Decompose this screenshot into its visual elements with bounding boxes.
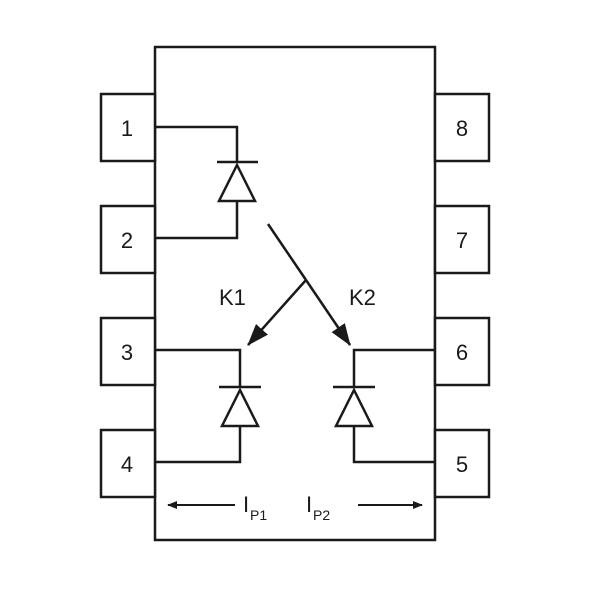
ip2-main: I bbox=[306, 492, 312, 517]
ip1-label: I P1 bbox=[243, 492, 267, 523]
pd2-wire-pin5 bbox=[352, 426, 435, 464]
k2-label: K2 bbox=[349, 285, 376, 310]
coupling-arrows bbox=[247, 223, 352, 346]
k1-arrow bbox=[247, 279, 307, 346]
pd1-wire-pin3 bbox=[155, 348, 242, 387]
pin-8: 8 bbox=[433, 92, 491, 163]
pin-4-label: 4 bbox=[121, 452, 133, 477]
ip2-label: I P2 bbox=[306, 492, 330, 523]
pin-5: 5 bbox=[433, 428, 491, 499]
pin-4: 4 bbox=[99, 428, 157, 499]
pin-7: 7 bbox=[433, 204, 491, 275]
photodiode-2 bbox=[333, 348, 435, 464]
k2-arrow bbox=[304, 279, 352, 346]
pin-2-label: 2 bbox=[121, 228, 133, 253]
pd2-wire-pin6 bbox=[352, 348, 435, 387]
pin-1: 1 bbox=[99, 92, 157, 163]
pin-3: 3 bbox=[99, 316, 157, 387]
led-wire-pin1 bbox=[155, 125, 239, 162]
pin-2: 2 bbox=[99, 204, 157, 275]
pin-6: 6 bbox=[433, 316, 491, 387]
pin-1-label: 1 bbox=[121, 116, 133, 141]
led-emitter bbox=[155, 125, 258, 240]
led-wire-pin2 bbox=[155, 201, 239, 240]
pin-6-label: 6 bbox=[456, 340, 468, 365]
coupling-stem bbox=[266, 223, 308, 281]
ip2-sub: P2 bbox=[313, 507, 330, 523]
pin-5-label: 5 bbox=[456, 452, 468, 477]
pin-7-label: 7 bbox=[456, 228, 468, 253]
pd1-wire-pin4 bbox=[155, 426, 242, 464]
photodiode-1 bbox=[155, 348, 261, 464]
ip1-main: I bbox=[243, 492, 249, 517]
pin-3-label: 3 bbox=[121, 340, 133, 365]
k1-label: K1 bbox=[219, 285, 246, 310]
ip1-sub: P1 bbox=[250, 507, 267, 523]
pin-8-label: 8 bbox=[456, 116, 468, 141]
